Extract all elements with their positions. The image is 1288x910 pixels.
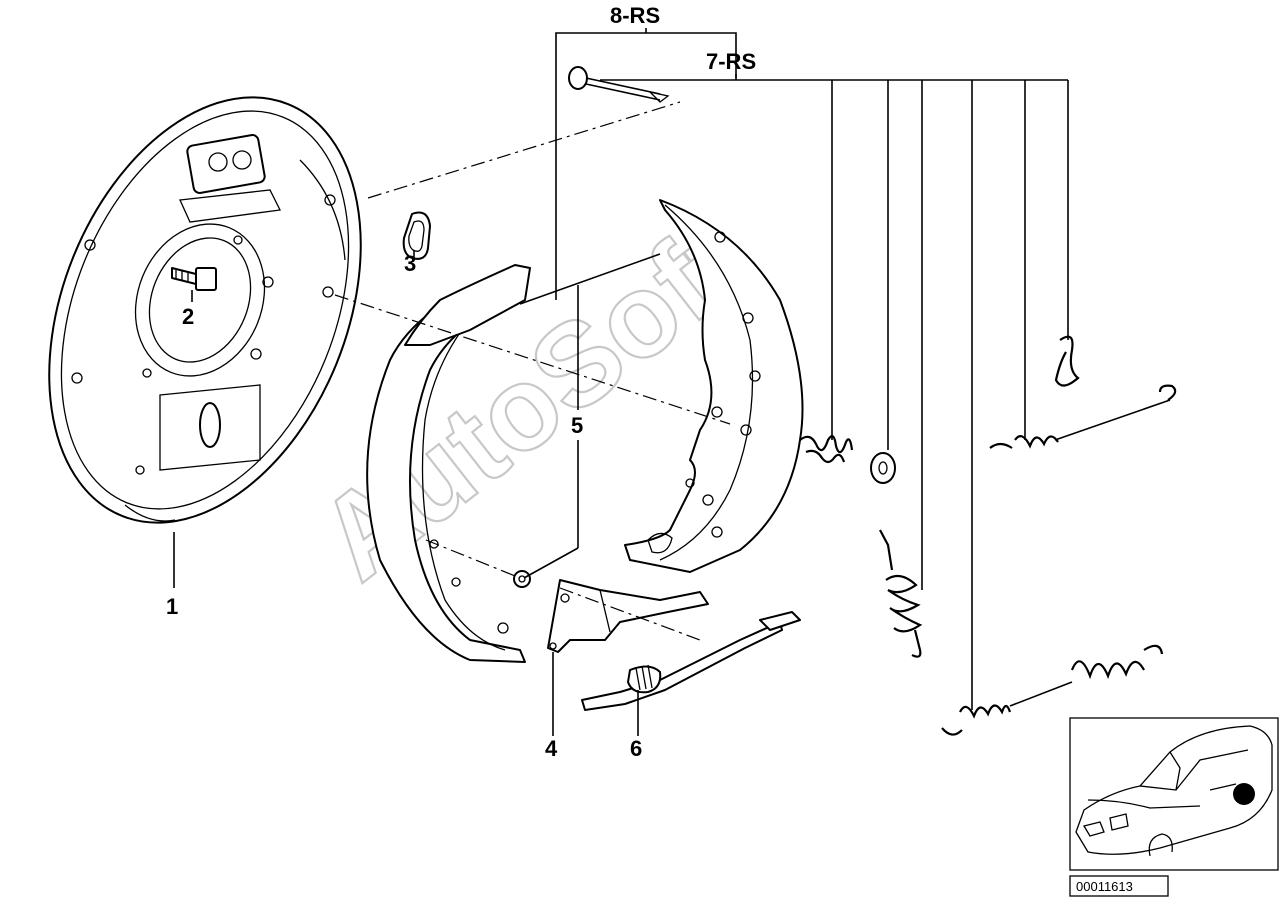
brake-shoe-pair[interactable]	[366, 199, 804, 663]
location-marker-icon	[1233, 783, 1255, 805]
leader-lines	[173, 28, 1069, 736]
doc-number-box: 00011613	[1069, 875, 1169, 897]
callout-7-rs[interactable]: 7-RS	[706, 49, 756, 74]
parking-brake-lever[interactable]	[513, 570, 709, 653]
spring-hardware[interactable]	[568, 66, 1177, 736]
callout-1[interactable]: 1	[166, 594, 178, 619]
rubber-plug[interactable]	[402, 211, 431, 260]
hex-bolt[interactable]	[171, 267, 217, 291]
adjuster-strut[interactable]	[581, 611, 801, 711]
car-location-inset	[1069, 717, 1279, 871]
callout-4[interactable]: 4	[545, 736, 558, 761]
car-icon	[1075, 725, 1273, 857]
callout-8-rs[interactable]: 8-RS	[610, 3, 660, 28]
backing-plate[interactable]	[0, 51, 420, 569]
doc-number: 00011613	[1076, 879, 1133, 894]
callout-5[interactable]: 5	[571, 413, 583, 438]
callout-2[interactable]: 2	[182, 304, 194, 329]
callout-3[interactable]: 3	[404, 251, 416, 276]
callout-6[interactable]: 6	[630, 736, 642, 761]
